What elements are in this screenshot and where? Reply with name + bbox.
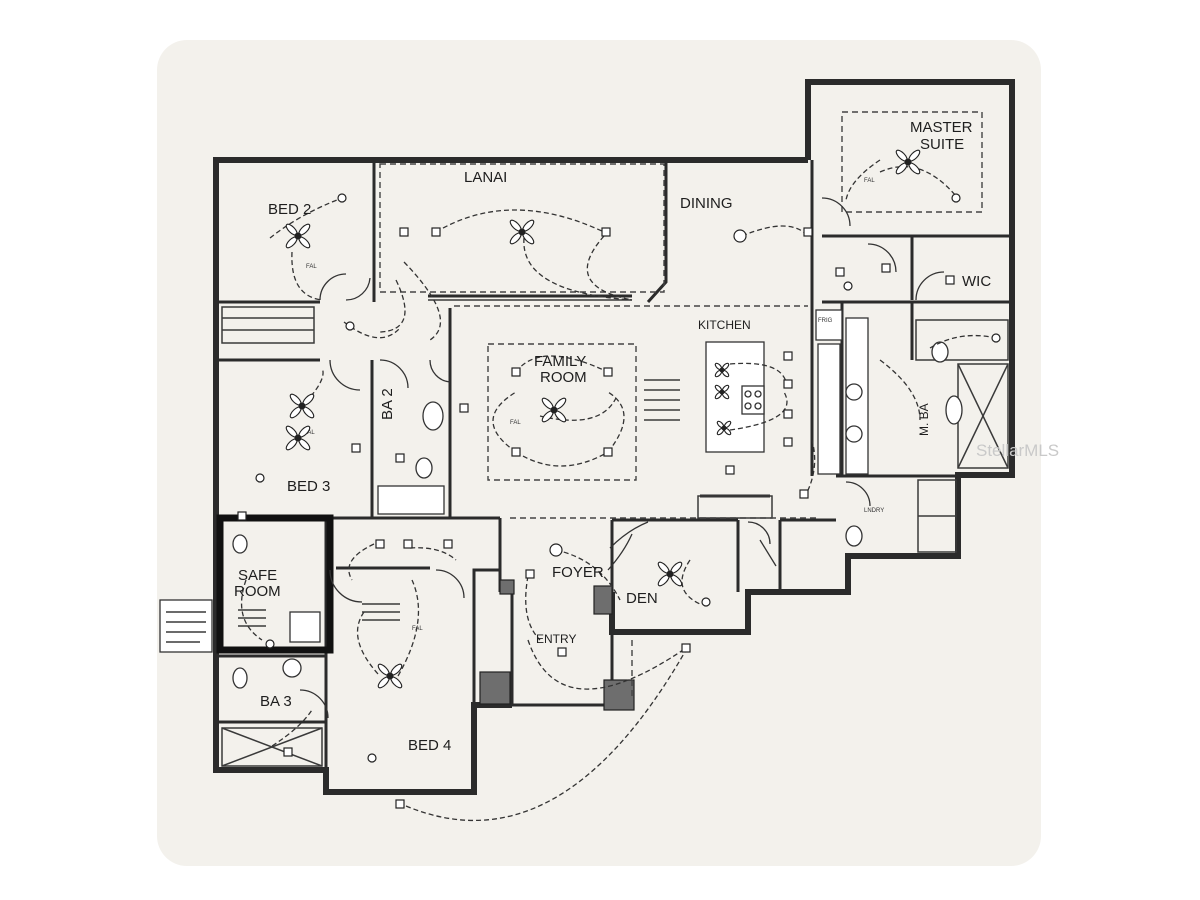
annotation-notes bbox=[159, 379, 680, 653]
ceiling-fan-icon bbox=[541, 397, 567, 423]
label-lanai: LANAI bbox=[464, 169, 507, 186]
watermark: StellarMLS bbox=[976, 441, 1059, 460]
wiring-arcs bbox=[240, 159, 997, 821]
label-family-line2: ROOM bbox=[540, 369, 587, 386]
label-master-bath: M. BA bbox=[917, 403, 931, 436]
label-fridge: FRIG bbox=[818, 318, 833, 324]
label-safe-line1: SAFE bbox=[238, 567, 277, 584]
exterior-walls bbox=[213, 79, 1015, 795]
interior-walls bbox=[216, 160, 1012, 770]
label-family-line1: FAMILY bbox=[534, 353, 586, 370]
dashed-outlines bbox=[379, 111, 983, 700]
fan-label: FAL bbox=[304, 430, 315, 436]
ceiling-fan-icon bbox=[289, 393, 315, 419]
ceiling-fan-icon bbox=[285, 223, 311, 249]
door-swings bbox=[299, 197, 945, 719]
label-master-line2: SUITE bbox=[920, 136, 964, 153]
label-dining: DINING bbox=[680, 195, 733, 212]
ceiling-fan-icon bbox=[285, 425, 311, 451]
label-foyer: FOYER bbox=[552, 564, 604, 581]
ceiling-fan-icon bbox=[716, 420, 732, 436]
label-bed-2: BED 2 bbox=[268, 201, 311, 218]
ceiling-fan-icon bbox=[377, 663, 403, 689]
plumbing-fixtures bbox=[232, 341, 963, 689]
label-ba-3: BA 3 bbox=[260, 693, 292, 710]
room-labels: BED 2 LANAI DINING MASTER SUITE WIC KITC… bbox=[234, 119, 991, 754]
ceiling-fan-icon bbox=[657, 561, 683, 587]
label-ba-2: BA 2 bbox=[379, 388, 396, 420]
fan-label: FAL bbox=[864, 178, 875, 184]
label-entry: ENTRY bbox=[536, 632, 576, 646]
label-safe-line2: ROOM bbox=[234, 583, 281, 600]
fan-label: FAL bbox=[510, 420, 521, 426]
label-master-line1: MASTER bbox=[910, 119, 973, 136]
label-bed-3: BED 3 bbox=[287, 478, 330, 495]
label-wic: WIC bbox=[962, 273, 991, 290]
light-fixtures bbox=[237, 193, 1001, 809]
ceiling-fan-icon bbox=[509, 219, 535, 245]
fan-label: FAL bbox=[306, 264, 317, 270]
label-laundry: LNDRY bbox=[864, 508, 884, 514]
ceiling-fan-icon bbox=[714, 384, 730, 400]
label-kitchen: KITCHEN bbox=[698, 318, 751, 332]
safe-room-outline bbox=[216, 514, 334, 654]
ceiling-fan-icon bbox=[714, 362, 730, 378]
label-den: DEN bbox=[626, 590, 658, 607]
ceiling-fan-icon bbox=[895, 149, 921, 175]
kitchen-island bbox=[705, 309, 869, 475]
ceiling-fans: FAL FAL FAL FAL FAL bbox=[285, 149, 921, 689]
label-bed-4: BED 4 bbox=[408, 737, 451, 754]
fan-label: FAL bbox=[412, 626, 423, 632]
